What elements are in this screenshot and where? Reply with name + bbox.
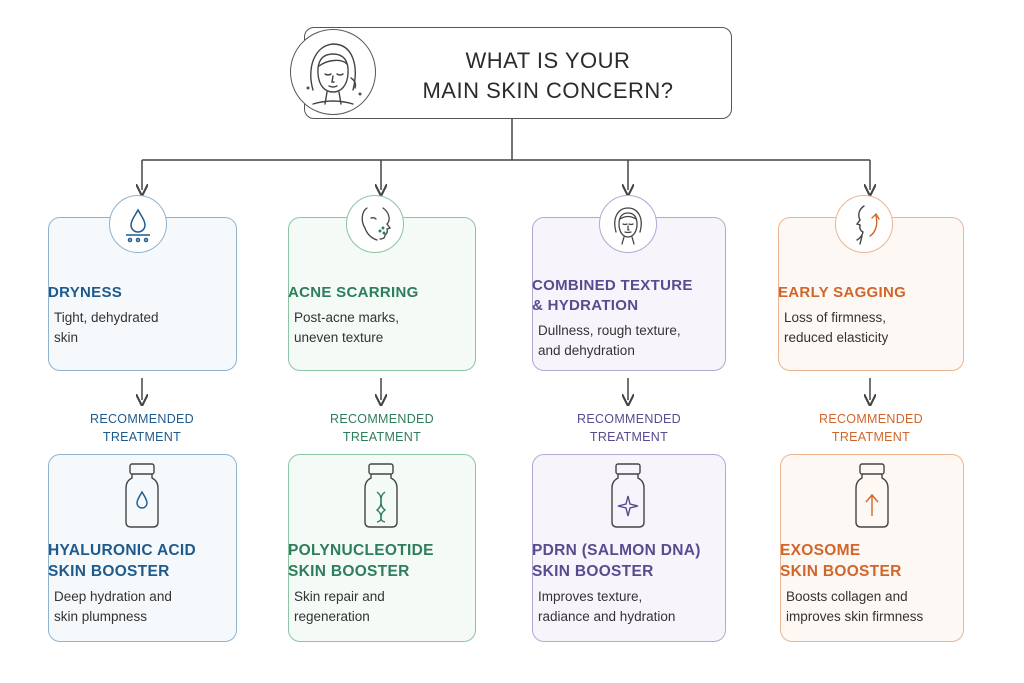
dna-vial-icon <box>364 463 398 528</box>
concern-title-text: ACNE SCARRING <box>288 284 419 301</box>
rec-label-line: RECOMMENDED <box>577 412 681 426</box>
concern-desc-combined: Dullness, rough texture, and dehydration <box>538 321 720 361</box>
rec-label-line: TREATMENT <box>102 430 182 444</box>
root-question-box: WHAT IS YOUR MAIN SKIN CONCERN? <box>290 27 732 119</box>
treatment-title-line: PDRN (SALMON DNA) <box>532 542 701 559</box>
treatment-title-hyaluronic: HYALURONIC ACID SKIN BOOSTER <box>48 540 237 582</box>
concern-desc-line: uneven texture <box>294 330 384 345</box>
concern-desc-line: Tight, dehydrated <box>54 310 159 325</box>
rec-label-acne: RECOMMENDED TREATMENT <box>262 410 502 446</box>
rec-label-line: RECOMMENDED <box>330 412 434 426</box>
rec-label-line: TREATMENT <box>342 430 422 444</box>
rec-label-combined: RECOMMENDED TREATMENT <box>509 410 749 446</box>
treatment-title-line: SKIN BOOSTER <box>780 563 902 580</box>
treatment-title-line: HYALURONIC ACID <box>48 542 197 559</box>
concern-desc-dryness: Tight, dehydrated skin <box>54 308 231 348</box>
root-title-line-2: MAIN SKIN CONCERN? <box>422 78 674 103</box>
treatment-desc-exosome: Boosts collagen and improves skin firmne… <box>786 587 958 627</box>
treatment-title-line: EXOSOME <box>780 542 861 559</box>
concern-title-combined: COMBINED TEXTURE & HYDRATION <box>532 276 726 316</box>
concern-desc-line: skin <box>54 330 79 345</box>
rec-label-line: RECOMMENDED <box>90 412 194 426</box>
concern-desc-line: Dullness, rough texture, <box>538 323 681 338</box>
concern-desc-acne: Post-acne marks, uneven texture <box>294 308 470 348</box>
treatment-desc-hyaluronic: Deep hydration and skin plumpness <box>54 587 231 627</box>
treatment-desc-line: Deep hydration and <box>54 589 172 604</box>
concern-title-sagging: EARLY SAGGING <box>778 283 964 303</box>
concern-desc-sagging: Loss of firmness, reduced elasticity <box>784 308 958 348</box>
rec-label-line: TREATMENT <box>589 430 669 444</box>
treatment-desc-line: Improves texture, <box>538 589 643 604</box>
concern-desc-line: Post-acne marks, <box>294 310 400 325</box>
concern-title-text: DRYNESS <box>48 284 123 301</box>
treatment-box-polynucleotide <box>288 454 476 642</box>
face-front-icon <box>599 195 657 253</box>
woman-face-icon <box>290 29 376 115</box>
sparkle-vial-icon <box>611 463 645 528</box>
treatment-title-pdrn: PDRN (SALMON DNA) SKIN BOOSTER <box>532 540 726 582</box>
concern-title-acne: ACNE SCARRING <box>288 283 476 303</box>
treatment-desc-pdrn: Improves texture, radiance and hydration <box>538 587 720 627</box>
treatment-title-line: SKIN BOOSTER <box>48 563 170 580</box>
treatment-desc-line: Skin repair and <box>294 589 385 604</box>
concern-title-text: EARLY SAGGING <box>778 284 907 301</box>
concern-title-line: & HYDRATION <box>532 297 639 314</box>
face-lift-icon <box>835 195 893 253</box>
root-title: WHAT IS YOUR MAIN SKIN CONCERN? <box>375 46 721 106</box>
concern-title-line: COMBINED TEXTURE <box>532 277 693 294</box>
concern-title-dryness: DRYNESS <box>48 283 237 303</box>
treatment-desc-line: regeneration <box>294 609 370 624</box>
face-profile-icon <box>346 195 404 253</box>
treatment-title-polynucleotide: POLYNUCLEOTIDE SKIN BOOSTER <box>288 540 476 582</box>
rec-label-dryness: RECOMMENDED TREATMENT <box>22 410 262 446</box>
root-title-line-1: WHAT IS YOUR <box>465 48 631 73</box>
treatment-title-line: SKIN BOOSTER <box>532 563 654 580</box>
drop-vial-icon <box>125 463 159 528</box>
rec-label-sagging: RECOMMENDED TREATMENT <box>751 410 991 446</box>
treatment-desc-line: skin plumpness <box>54 609 148 624</box>
concern-desc-line: and dehydration <box>538 343 635 358</box>
concern-desc-line: reduced elasticity <box>784 330 889 345</box>
rec-label-line: RECOMMENDED <box>819 412 923 426</box>
treatment-title-line: SKIN BOOSTER <box>288 563 410 580</box>
concern-desc-line: Loss of firmness, <box>784 310 887 325</box>
treatment-title-line: POLYNUCLEOTIDE <box>288 542 434 559</box>
treatment-desc-line: improves skin firmness <box>786 609 924 624</box>
treatment-box-hyaluronic <box>48 454 237 642</box>
treatment-desc-line: radiance and hydration <box>538 609 676 624</box>
treatment-desc-line: Boosts collagen and <box>786 589 908 604</box>
treatment-title-exosome: EXOSOME SKIN BOOSTER <box>780 540 964 582</box>
treatment-box-exosome <box>780 454 964 642</box>
water-drop-icon <box>109 195 167 253</box>
treatment-desc-polynucleotide: Skin repair and regeneration <box>294 587 470 627</box>
arrow-vial-icon <box>855 463 889 528</box>
treatment-box-pdrn <box>532 454 726 642</box>
rec-label-line: TREATMENT <box>831 430 911 444</box>
